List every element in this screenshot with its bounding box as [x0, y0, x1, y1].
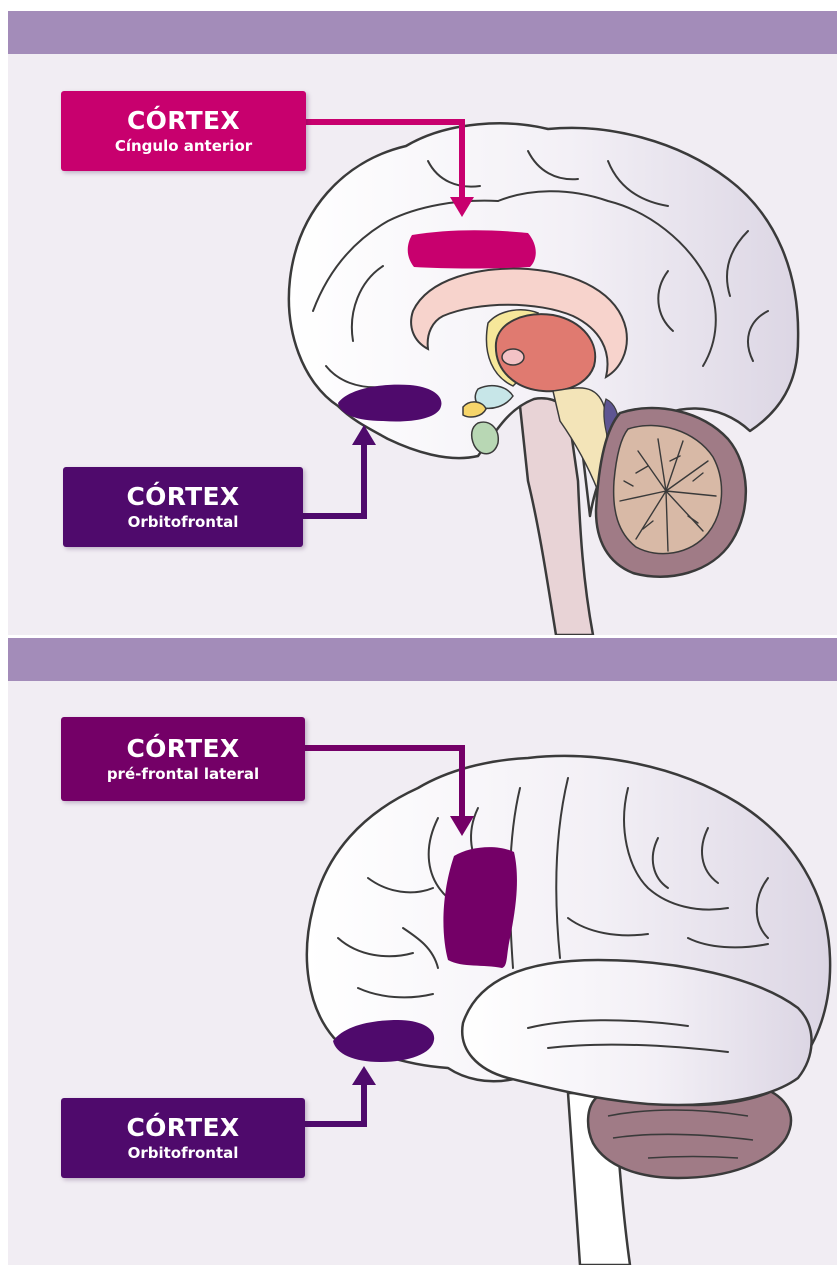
label-orbitofrontal-cortex-bottom: CÓRTEX Orbitofrontal: [61, 1098, 305, 1178]
label-orbitofrontal-cortex-top: CÓRTEX Orbitofrontal: [63, 467, 303, 547]
label-cingulate-cortex: CÓRTEX Cíngulo anterior: [61, 91, 306, 171]
label-title: CÓRTEX: [127, 106, 240, 136]
lateral-prefrontal-highlight: [443, 847, 517, 968]
mammillary-nucleus: [502, 349, 524, 365]
label-subtitle: Orbitofrontal: [128, 1143, 239, 1163]
pituitary: [472, 422, 499, 454]
label-subtitle: Cíngulo anterior: [115, 136, 252, 156]
label-lateral-prefrontal-cortex: CÓRTEX pré-frontal lateral: [61, 717, 305, 801]
label-title: CÓRTEX: [127, 1113, 240, 1143]
lateral-view-panel: CÓRTEX pré-frontal lateral CÓRTEX Orbito…: [8, 638, 837, 1265]
label-title: CÓRTEX: [127, 482, 240, 512]
orbitofrontal-arrow-line-top: [303, 443, 364, 516]
label-subtitle: Orbitofrontal: [128, 512, 239, 532]
cerebellum: [596, 408, 746, 577]
medial-view-panel: CÓRTEX Cíngulo anterior CÓRTEX Orbitofro…: [8, 11, 837, 635]
orbitofrontal-arrowhead-bottom: [352, 1066, 376, 1085]
anterior-cingulate-highlight: [408, 230, 536, 268]
label-title: CÓRTEX: [127, 734, 240, 764]
orbitofrontal-arrow-line-bottom: [305, 1083, 364, 1124]
label-subtitle: pré-frontal lateral: [107, 764, 259, 784]
